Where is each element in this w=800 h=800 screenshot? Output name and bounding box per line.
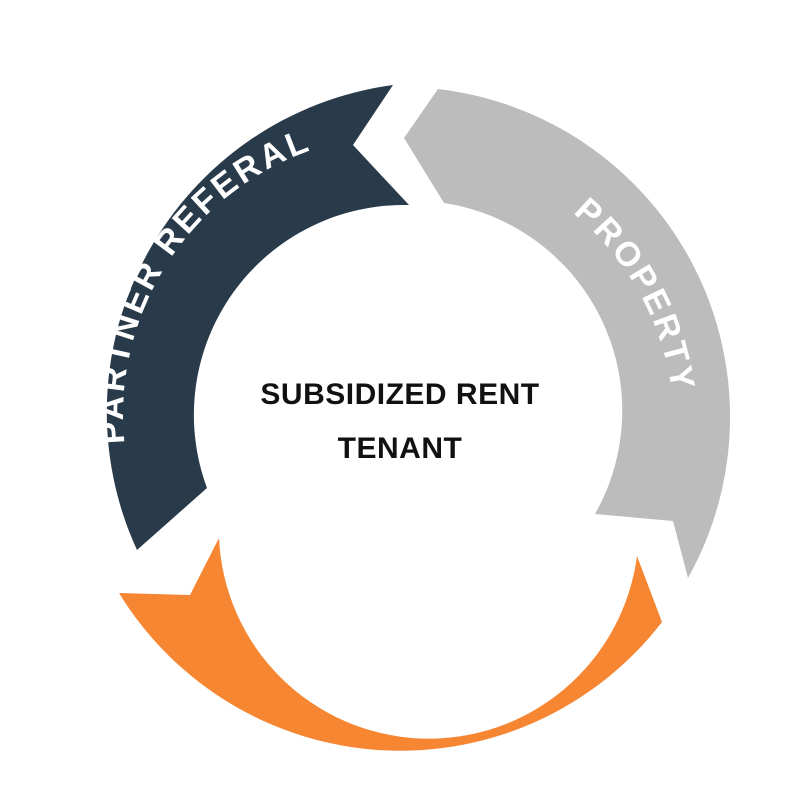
center-title: SUBSIDIZED RENT TENANT bbox=[150, 368, 650, 476]
segment-partner-referal bbox=[106, 85, 409, 550]
center-title-line-2: TENANT bbox=[337, 432, 463, 465]
center-title-line-1: SUBSIDIZED RENT bbox=[260, 378, 540, 411]
segment-property bbox=[404, 89, 731, 578]
segment-cpc bbox=[119, 538, 662, 751]
cpc-label: CPC bbox=[360, 669, 441, 707]
